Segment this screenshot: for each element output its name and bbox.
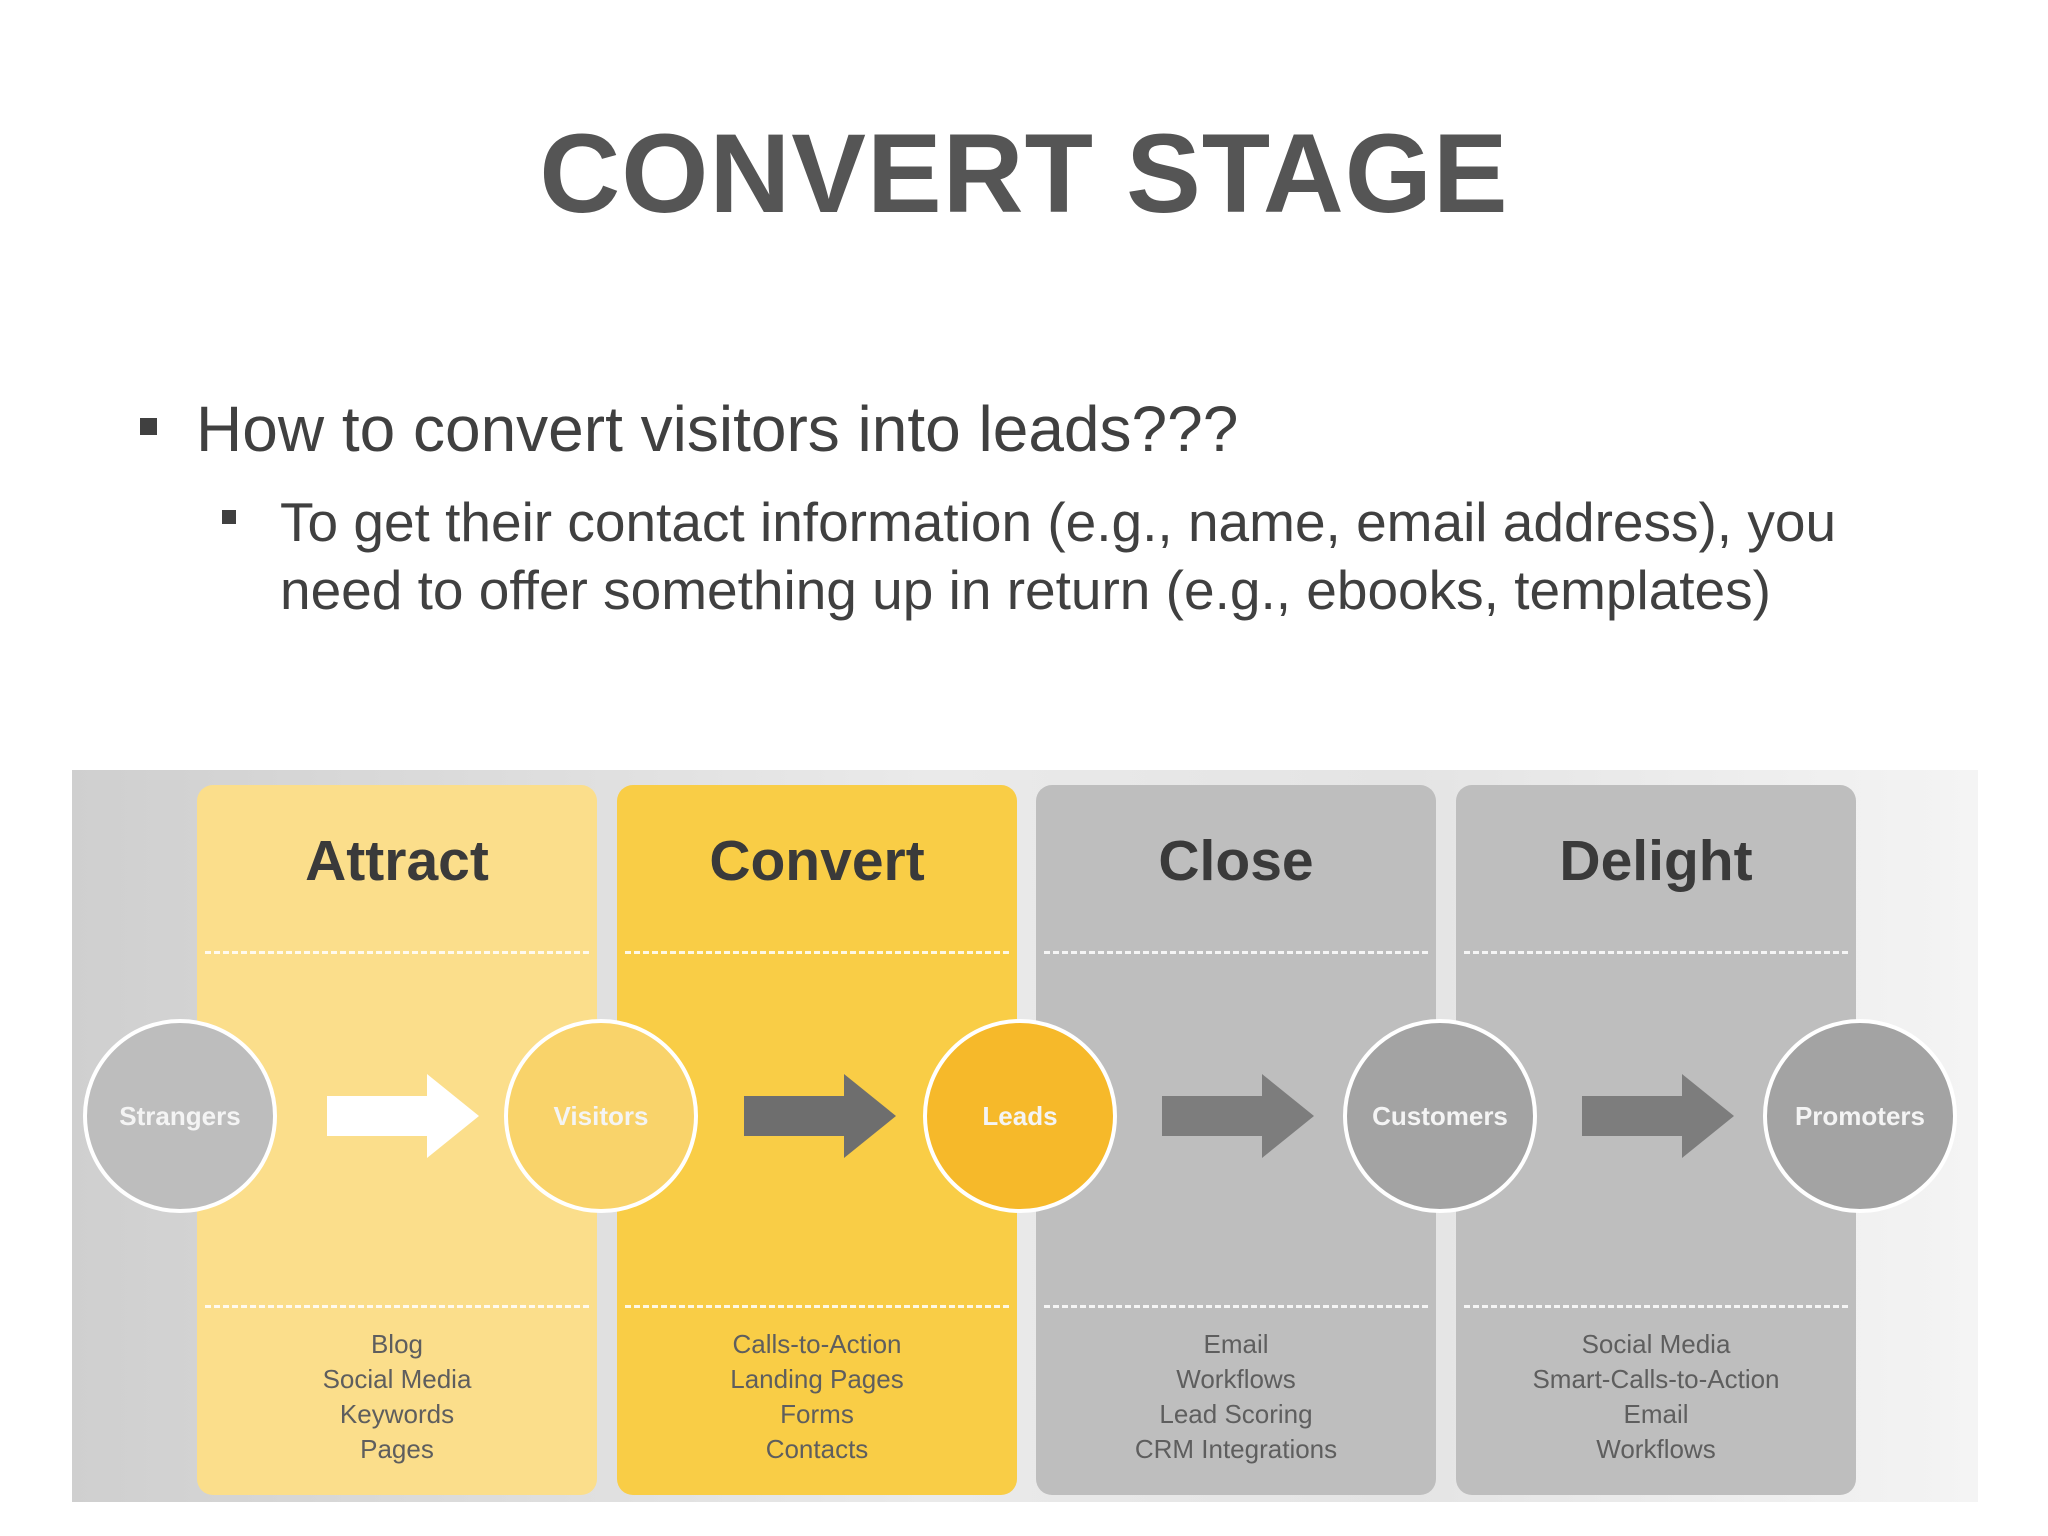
- arrow-right-icon: [1582, 1074, 1734, 1158]
- divider: [205, 1305, 589, 1308]
- arrow-right-icon: [327, 1074, 479, 1158]
- stage-item: Social Media: [322, 1364, 472, 1394]
- node-label: Promoters: [1794, 1100, 1926, 1131]
- node-promoters: Promoters: [1763, 1019, 1957, 1213]
- divider: [205, 951, 589, 954]
- divider: [1044, 1305, 1428, 1308]
- node-strangers: Strangers: [83, 1019, 277, 1213]
- stage-items: Blog Social Media Keywords Pages: [197, 1327, 597, 1467]
- stage-item: Email: [1203, 1329, 1269, 1359]
- node-customers: Customers: [1343, 1019, 1537, 1213]
- stage-items: Calls-to-Action Landing Pages Forms Cont…: [617, 1327, 1017, 1467]
- divider: [1044, 951, 1428, 954]
- stage-item: Calls-to-Action: [732, 1329, 902, 1359]
- stage-item: Email: [1623, 1399, 1689, 1429]
- stage-item: Lead Scoring: [1159, 1399, 1313, 1429]
- node-label: Strangers: [119, 1100, 241, 1131]
- stage-item: Blog: [370, 1329, 424, 1359]
- stage-item: CRM Integrations: [1134, 1434, 1338, 1464]
- stage-title: Convert: [709, 829, 925, 893]
- divider: [1464, 1305, 1848, 1308]
- stage-item: Pages: [360, 1434, 434, 1464]
- square-bullet-icon: [140, 418, 157, 435]
- stage-item: Landing Pages: [730, 1364, 904, 1394]
- node-label: Leads: [982, 1100, 1058, 1131]
- divider: [625, 951, 1009, 954]
- stage-item: Smart-Calls-to-Action: [1532, 1364, 1780, 1394]
- node-visitors: Visitors: [504, 1019, 698, 1213]
- bullet-level-2-text: To get their contact information (e.g., …: [280, 491, 1837, 621]
- stage-item: Workflows: [1176, 1364, 1296, 1394]
- inbound-methodology-diagram: Attract Blog Social Media Keywords Pages…: [72, 770, 1978, 1502]
- divider: [625, 1305, 1009, 1308]
- divider: [1464, 951, 1848, 954]
- node-label: Visitors: [553, 1100, 649, 1131]
- stage-item: Contacts: [765, 1434, 869, 1464]
- bullet-level-1: How to convert visitors into leads???: [140, 394, 1968, 464]
- stage-title: Attract: [305, 829, 489, 893]
- stage-title: Close: [1158, 829, 1314, 893]
- node-label: Customers: [1372, 1100, 1508, 1131]
- stage-item: Forms: [780, 1399, 854, 1429]
- stage-item: Social Media: [1581, 1329, 1731, 1359]
- arrow-right-icon: [744, 1074, 896, 1158]
- stage-item: Workflows: [1596, 1434, 1716, 1464]
- node-leads: Leads: [923, 1019, 1117, 1213]
- stage-items: Social Media Smart-Calls-to-Action Email…: [1456, 1327, 1856, 1467]
- stage-items: Email Workflows Lead Scoring CRM Integra…: [1036, 1327, 1436, 1467]
- square-bullet-icon: [222, 510, 236, 524]
- stage-title: Delight: [1559, 829, 1753, 893]
- arrow-right-icon: [1162, 1074, 1314, 1158]
- slide-title: CONVERT STAGE: [539, 111, 1509, 236]
- bullet-level-2: To get their contact information (e.g., …: [222, 488, 1922, 624]
- bullet-level-1-text: How to convert visitors into leads???: [196, 393, 1239, 465]
- stage-item: Keywords: [339, 1399, 455, 1429]
